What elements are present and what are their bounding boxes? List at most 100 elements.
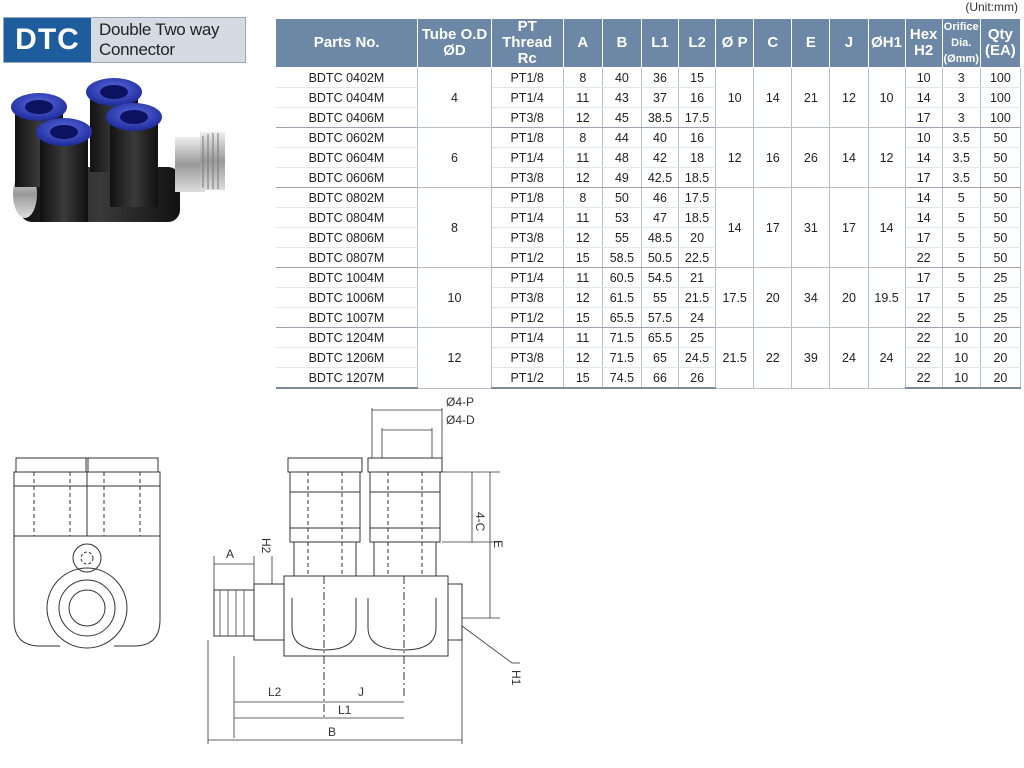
cell-orifice: 5 <box>942 187 981 208</box>
cell-p: 14 <box>715 187 755 268</box>
product-code: DTC <box>4 18 91 62</box>
dim-label-c: 4-C <box>473 512 487 532</box>
cell-b: 43 <box>602 87 642 108</box>
cell-qty: 50 <box>980 167 1022 188</box>
cell-b: 71.5 <box>602 327 642 348</box>
cell-l2: 21.5 <box>678 287 717 308</box>
cell-j: 12 <box>829 67 869 128</box>
cell-b: 44 <box>602 127 642 148</box>
cell-b: 48 <box>602 147 642 168</box>
cell-hex-h2: 14 <box>905 187 943 208</box>
cell-pt-thread: PT1/4 <box>491 147 564 168</box>
cell-l2: 25 <box>678 327 717 348</box>
col-l2: L2 <box>678 18 717 68</box>
cell-a: 12 <box>563 167 603 188</box>
cell-h1: 24 <box>868 327 906 389</box>
cell-orifice: 3.5 <box>942 167 981 188</box>
cell-hex-h2: 14 <box>905 207 943 228</box>
cell-tube-od: 6 <box>417 127 492 188</box>
cell-a: 15 <box>563 307 603 328</box>
cell-e: 26 <box>791 127 831 188</box>
col-parts-no: Parts No. <box>274 18 419 68</box>
dim-label-j: J <box>358 685 364 699</box>
cell-l2: 20 <box>678 227 717 248</box>
product-name: Double Two way Connector <box>91 18 245 62</box>
cell-hex-h2: 17 <box>905 227 943 248</box>
cell-h1: 12 <box>868 127 906 188</box>
cell-part-no: BDTC 1204M <box>275 327 419 348</box>
dim-label-h2: H2 <box>259 538 273 554</box>
cell-a: 11 <box>563 207 603 228</box>
cell-qty: 25 <box>980 267 1022 288</box>
cell-p: 12 <box>715 127 755 188</box>
cell-l1: 65 <box>641 347 680 368</box>
cell-l1: 42.5 <box>641 167 680 188</box>
cell-c: 17 <box>753 187 793 268</box>
cell-orifice: 5 <box>942 247 981 268</box>
cell-c: 14 <box>753 67 793 128</box>
cell-hex-h2: 17 <box>905 267 943 288</box>
cell-pt-thread: PT1/4 <box>491 327 564 348</box>
cell-j: 24 <box>829 327 869 389</box>
cell-e: 21 <box>791 67 831 128</box>
cell-h1: 19.5 <box>868 267 906 328</box>
cell-a: 11 <box>563 267 603 288</box>
col-e: E <box>791 18 831 68</box>
cell-h1: 14 <box>868 187 906 268</box>
col-c: C <box>753 18 793 68</box>
cell-pt-thread: PT1/8 <box>491 127 564 148</box>
cell-l1: 50.5 <box>641 247 680 268</box>
cell-qty: 20 <box>980 347 1022 368</box>
dim-label-e: E <box>491 540 505 548</box>
cell-a: 8 <box>563 187 603 208</box>
col-b: B <box>601 18 642 68</box>
dim-label-h1: H1 <box>509 670 523 686</box>
cell-j: 17 <box>829 187 869 268</box>
cell-l2: 16 <box>678 87 717 108</box>
cell-l1: 40 <box>641 127 680 148</box>
cell-part-no: BDTC 1006M <box>275 287 419 308</box>
cell-orifice: 5 <box>942 307 981 328</box>
cell-qty: 50 <box>980 127 1022 148</box>
cell-tube-od: 4 <box>417 67 492 128</box>
cell-qty: 20 <box>980 327 1022 348</box>
cell-a: 12 <box>563 287 603 308</box>
cell-l2: 17.5 <box>678 107 717 128</box>
cell-tube-od: 8 <box>417 187 492 268</box>
cell-orifice: 3 <box>942 67 981 88</box>
cell-part-no: BDTC 1004M <box>275 267 419 288</box>
cell-b: 45 <box>602 107 642 128</box>
cell-b: 74.5 <box>602 367 642 389</box>
cell-a: 8 <box>563 127 603 148</box>
cell-c: 16 <box>753 127 793 188</box>
cell-a: 11 <box>563 147 603 168</box>
cell-hex-h2: 22 <box>905 307 943 328</box>
cell-pt-thread: PT1/4 <box>491 207 564 228</box>
cell-orifice: 10 <box>942 347 981 368</box>
cell-qty: 100 <box>980 67 1022 88</box>
cell-a: 11 <box>563 87 603 108</box>
col-qty: Qty(EA) <box>979 18 1022 68</box>
cell-l1: 55 <box>641 287 680 308</box>
cell-l2: 16 <box>678 127 717 148</box>
cell-hex-h2: 10 <box>905 127 943 148</box>
cell-l1: 47 <box>641 207 680 228</box>
cell-part-no: BDTC 0404M <box>275 87 419 108</box>
cell-e: 34 <box>791 267 831 328</box>
product-title-banner: DTC Double Two way Connector <box>3 17 246 63</box>
cell-part-no: BDTC 0406M <box>275 107 419 128</box>
cell-part-no: BDTC 1007M <box>275 307 419 328</box>
end-view <box>13 457 161 649</box>
cell-qty: 50 <box>980 147 1022 168</box>
product-photo <box>11 78 225 222</box>
